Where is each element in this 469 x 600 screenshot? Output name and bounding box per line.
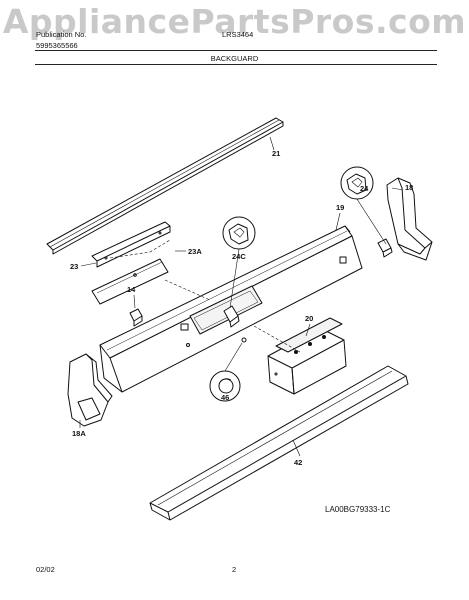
bottom-trim-part xyxy=(149,365,409,521)
switch-housing-part xyxy=(223,238,393,343)
callout-18: 18 xyxy=(405,183,413,192)
publication-number: 5995365566 xyxy=(36,41,78,50)
callout-21: 21 xyxy=(272,149,280,158)
callout-circle-24 xyxy=(340,166,374,200)
section-title: BACKGUARD xyxy=(210,54,259,63)
top-trim-strip-part xyxy=(46,117,284,255)
callout-14: 14 xyxy=(127,285,136,294)
right-end-bracket-part xyxy=(386,177,433,261)
drawing-code: LA00BG79333-1C xyxy=(325,505,391,514)
footer-date: 02/02 xyxy=(36,565,55,574)
site-watermark: AppliancePartsPros.com xyxy=(2,2,467,41)
control-board-part xyxy=(267,317,347,395)
callout-20: 20 xyxy=(305,314,313,323)
publication-label: Publication No. xyxy=(36,30,87,39)
callout-24: 24 xyxy=(360,184,369,193)
clip-part xyxy=(129,308,143,327)
callout-24C: 24C xyxy=(232,252,246,261)
callout-42: 42 xyxy=(294,458,302,467)
left-end-bracket-part xyxy=(67,353,113,427)
callout-circle-24C xyxy=(222,216,256,250)
callout-18A: 18A xyxy=(72,429,86,438)
header-rule-top xyxy=(35,50,437,51)
mounting-bracket-part xyxy=(91,221,171,305)
header-rule-bottom xyxy=(35,64,437,65)
leader-lines xyxy=(79,136,404,457)
callout-46: 46 xyxy=(221,393,229,402)
callout-23A: 23A xyxy=(188,247,202,256)
model-number: LRS3464 xyxy=(222,30,254,39)
callout-19: 19 xyxy=(336,203,344,212)
footer-page-number: 2 xyxy=(232,565,237,574)
callout-23: 23 xyxy=(70,262,78,271)
